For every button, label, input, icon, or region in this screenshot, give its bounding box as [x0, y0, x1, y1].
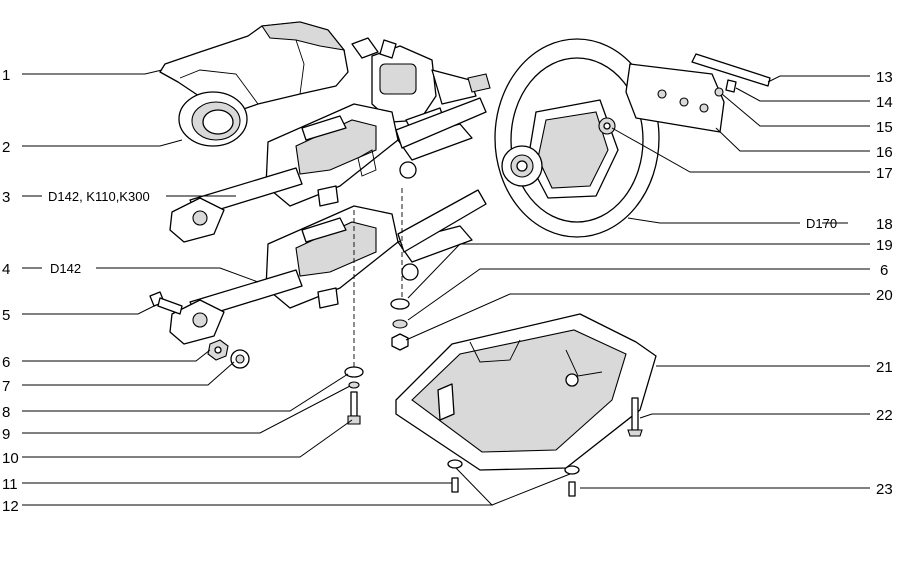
- callout-12-number: 12: [2, 498, 19, 515]
- callout-11-number: 11: [2, 476, 18, 493]
- lower-shroud-part: [395, 313, 657, 471]
- nut-part: [207, 339, 229, 361]
- long-screw-part: [627, 397, 643, 437]
- callout-18-variant: D170: [806, 216, 837, 231]
- wheel-nut-part: [598, 117, 616, 135]
- callout-19-number: 19: [876, 237, 893, 254]
- callout-22-number: 22: [876, 407, 893, 424]
- horn-screw-part: [714, 79, 737, 97]
- callout-20-number: 20: [876, 287, 893, 304]
- lock-nut-part: [230, 349, 250, 369]
- steering-wheel-part: [494, 38, 660, 238]
- callout-18-number: 18: [876, 216, 893, 233]
- callout-7-number: 7: [2, 378, 10, 395]
- upper-shroud-part: [159, 21, 349, 113]
- callout-23-number: 23: [876, 481, 893, 498]
- small-screws-part: [447, 459, 580, 497]
- callout-4-variant: D142: [50, 261, 81, 276]
- callout-10-number: 10: [2, 450, 19, 467]
- callout-lines: [22, 69, 870, 506]
- contact-strip-part: [691, 53, 771, 87]
- callout-5-number: 5: [2, 307, 10, 324]
- callout-4-number: 4: [2, 261, 10, 278]
- callout-3-variant: D142, K110,K300: [48, 189, 150, 204]
- callout-17-number: 17: [876, 165, 893, 182]
- callout-2-number: 2: [2, 139, 10, 156]
- callout-16-number: 16: [876, 144, 893, 161]
- callout-3-number: 3: [2, 189, 10, 206]
- lower-steering-column-part: [169, 189, 487, 345]
- callout-15-number: 15: [876, 119, 893, 136]
- callout-6-right-number: 6: [880, 262, 888, 279]
- washer-screw-stack-part: [344, 210, 364, 425]
- callout-13-number: 13: [876, 69, 893, 86]
- callout-1-number: 1: [2, 67, 10, 84]
- upper-steering-column-part: [169, 97, 487, 243]
- callout-8-number: 8: [2, 404, 10, 421]
- seal-ring-part: [178, 91, 248, 147]
- callout-6-left-number: 6: [2, 354, 10, 371]
- bolt-part: [149, 291, 183, 315]
- callout-9-number: 9: [2, 426, 10, 443]
- washer-nut-stack-part: [390, 188, 410, 351]
- callout-14-number: 14: [876, 94, 893, 111]
- horn-pad-part: [625, 63, 725, 133]
- callout-21-number: 21: [876, 359, 893, 376]
